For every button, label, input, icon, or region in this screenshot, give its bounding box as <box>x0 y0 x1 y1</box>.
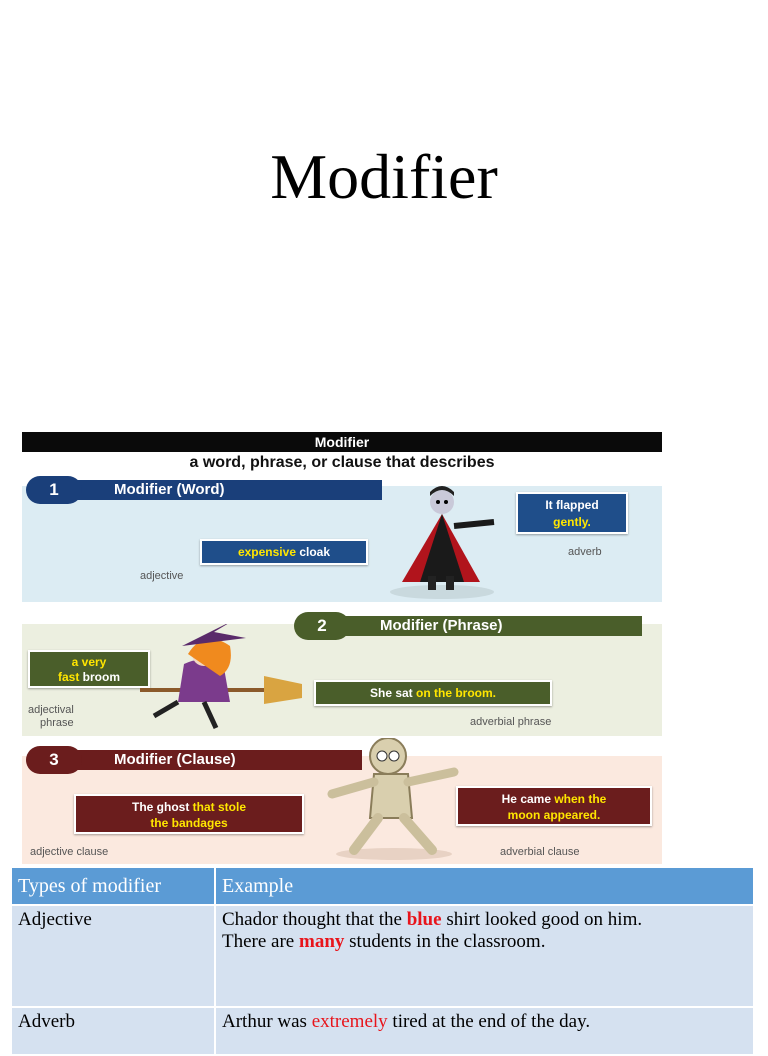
vampire-illustration <box>390 486 495 599</box>
table-header-row: Types of modifier Example <box>10 866 755 906</box>
adjectival-phrase-box: a very fast broom <box>28 650 150 688</box>
modifier-infographic: Modifier a word, phrase, or clause that … <box>22 432 662 864</box>
panel-phrase-heading: Modifier (Phrase) <box>322 616 642 636</box>
table-row: Adjective Chador thought that the blue s… <box>10 904 755 1008</box>
adjective-example-box: expensive cloak <box>200 539 368 565</box>
panel-phrase: Modifier (Phrase) 2 a very fast broom ad… <box>22 612 662 736</box>
adverbial-phrase-tag: adverbial phrase <box>470 716 552 728</box>
adverb-tag: adverb <box>568 546 602 558</box>
header-example: Example <box>214 866 755 906</box>
panel-clause: Modifier (Clause) 3 The ghost that stole… <box>22 738 662 864</box>
panel-word-heading: Modifier (Word) <box>42 480 382 500</box>
row-type-adverb: Adverb <box>10 1006 216 1056</box>
table-row: Adverb Arthur was extremely tired at the… <box>10 1006 755 1056</box>
infographic-subheader: a word, phrase, or clause that describes <box>189 454 495 471</box>
row-example-adjective: Chador thought that the blue shirt looke… <box>214 904 755 1008</box>
panel-clause-number: 3 <box>26 746 82 774</box>
header-types: Types of modifier <box>10 866 216 906</box>
panel-word-number: 1 <box>26 476 82 504</box>
witch-illustration <box>140 624 302 730</box>
adjective-clause-tag: adjective clause <box>30 846 109 858</box>
adjective-clause-box: The ghost that stole the bandages <box>74 794 304 834</box>
row-example-adverb: Arthur was extremely tired at the end of… <box>214 1006 755 1056</box>
adverb-example-box: It flapped gently. <box>516 492 628 534</box>
modifier-types-table: Types of modifier Example Adjective Chad… <box>10 866 755 1056</box>
adverbial-phrase-box: She sat on the broom. <box>314 680 552 706</box>
adverbial-clause-box: He came when the moon appeared. <box>456 786 652 826</box>
slide-title: Modifier <box>270 141 498 212</box>
adverbial-clause-tag: adverbial clause <box>500 846 580 858</box>
adjectival-phrase-tag: adjectival phrase <box>28 704 74 729</box>
panel-phrase-number: 2 <box>294 612 350 640</box>
row-type-adjective: Adjective <box>10 904 216 1008</box>
adjective-tag: adjective <box>140 570 184 582</box>
mummy-illustration <box>327 738 459 860</box>
infographic-header: Modifier <box>22 432 662 452</box>
panel-clause-heading: Modifier (Clause) <box>42 750 362 770</box>
panel-word: Modifier (Word) 1 expensive cloak adject… <box>22 476 662 602</box>
